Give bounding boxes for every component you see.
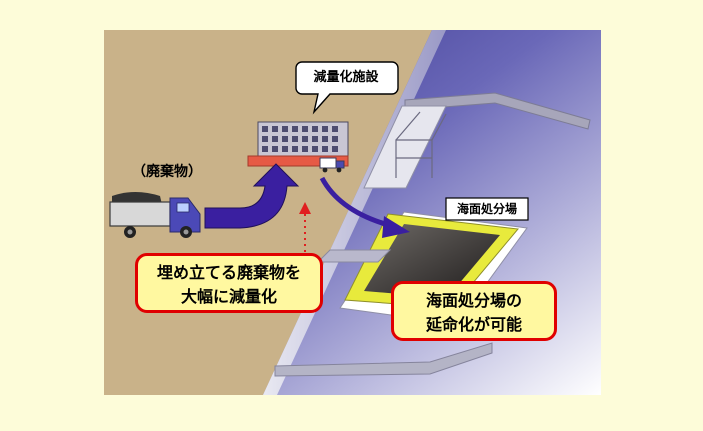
dock-strip <box>316 249 392 263</box>
reduction-note-line2: 大幅に減量化 <box>180 287 277 306</box>
extension-note-line1: 海面処分場の <box>425 291 522 310</box>
facility-building-icon <box>247 121 349 167</box>
crane-structure <box>395 111 447 178</box>
facility-label: 減量化施設 <box>313 70 379 85</box>
extension-note-box: 海面処分場の 延命化が可能 <box>391 281 557 341</box>
reduction-note-line1: 埋め立てる廃棄物を <box>156 263 301 282</box>
pier-platform <box>363 105 447 189</box>
sea-site-label-box <box>445 197 529 221</box>
reduction-dotted-arrow-head <box>299 202 311 214</box>
flow-arrow-to-sea-site-head <box>382 216 410 238</box>
reduction-note-box: 埋め立てる廃棄物を 大幅に減量化 <box>135 253 323 313</box>
extension-note-line2: 延命化が可能 <box>425 315 522 334</box>
flow-arrow-to-sea-site <box>319 176 393 229</box>
flow-arrow-to-facility <box>204 163 300 229</box>
disposal-site-pit <box>364 224 500 298</box>
facility-callout-bubble <box>295 61 399 115</box>
dump-truck-icon <box>109 192 201 238</box>
waste-label: （廃棄物） <box>132 164 202 180</box>
breakwater-bottom <box>274 342 493 377</box>
small-truck-icon <box>319 157 345 173</box>
sea-site-label: 海面処分場 <box>456 202 517 216</box>
